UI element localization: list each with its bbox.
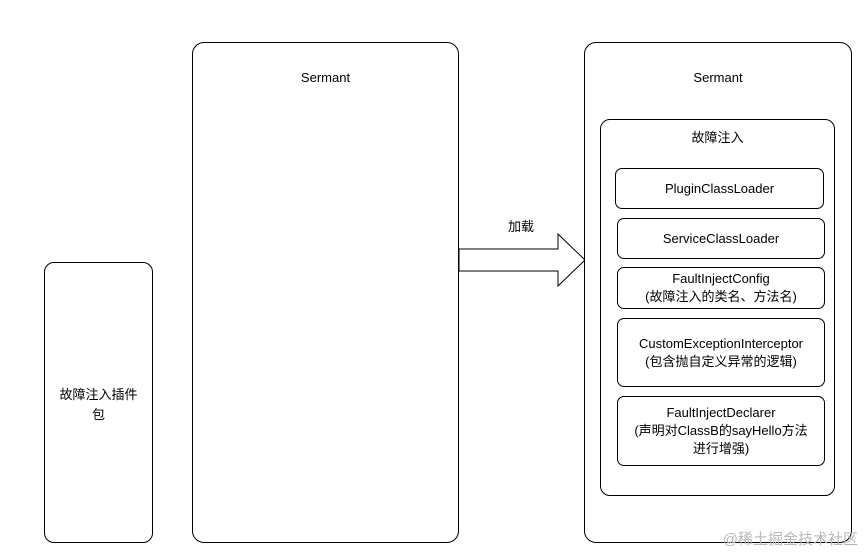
fault-inject-config-box: FaultInjectConfig (故障注入的类名、方法名) [617, 267, 825, 309]
custom-exception-interceptor-name: CustomExceptionInterceptor [638, 335, 804, 351]
left-sermant-box: Sermant [192, 42, 459, 543]
left-sermant-title: Sermant [300, 70, 351, 85]
watermark-text: @稀土掘金技术社区 [722, 531, 858, 548]
service-classloader-name: ServiceClassLoader [662, 230, 780, 246]
plugin-classloader-box: PluginClassLoader [615, 168, 824, 209]
fault-inject-declarer-box: FaultInjectDeclarer (声明对ClassB的sayHello方… [617, 396, 825, 466]
fault-inject-declarer-name: FaultInjectDeclarer [666, 405, 776, 420]
load-arrow [458, 233, 586, 287]
arrow-label: 加载 [508, 219, 535, 234]
fault-inject-declarer-detail: (声明对ClassB的sayHello方法 [634, 423, 808, 438]
fault-inject-config-detail: (故障注入的类名、方法名) [645, 289, 797, 304]
plugin-package-label-line2: 包 [91, 407, 105, 422]
plugin-package-label-line1: 故障注入插件 [59, 387, 138, 402]
plugin-package-label: 故障注入插件 包 [45, 385, 152, 425]
fault-inject-declarer-detail2: 进行增强) [692, 441, 750, 456]
plugin-package-box: 故障注入插件 包 [44, 262, 153, 543]
service-classloader-box: ServiceClassLoader [617, 218, 825, 259]
plugin-classloader-name: PluginClassLoader [664, 180, 775, 196]
fault-injection-title: 故障注入 [691, 130, 744, 145]
right-sermant-title: Sermant [693, 70, 743, 85]
custom-exception-interceptor-detail: (包含抛自定义异常的逻辑) [645, 353, 797, 369]
custom-exception-interceptor-box: CustomExceptionInterceptor (包含抛自定义异常的逻辑) [617, 318, 825, 387]
fault-inject-config-name: FaultInjectConfig [672, 271, 770, 286]
